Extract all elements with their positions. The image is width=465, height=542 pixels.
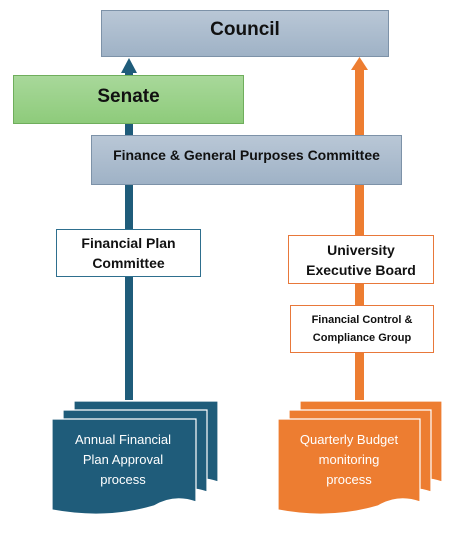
annual-process-document-stack [51, 400, 219, 515]
finance-general-purposes-committee-label: Finance & General Purposes Committee [113, 147, 380, 163]
annual-doc-front [51, 418, 197, 515]
orange-arrow-head [351, 57, 368, 70]
financial-plan-committee-label: Financial Plan Committee [81, 235, 176, 271]
council-box: Council [101, 10, 389, 57]
senate-label: Senate [97, 85, 160, 107]
financial-plan-committee-box: Financial Plan Committee [56, 229, 201, 277]
university-executive-board-label: University Executive Board [306, 241, 416, 278]
financial-control-compliance-group-label: Financial Control & Compliance Group [311, 314, 413, 344]
teal-arrow-head [121, 58, 137, 73]
financial-control-compliance-group-box: Financial Control & Compliance Group [290, 305, 434, 353]
senate-box: Senate [13, 75, 244, 124]
quarterly-process-document-stack [277, 400, 443, 515]
quarterly-doc-front [277, 418, 421, 515]
council-label: Council [210, 18, 280, 40]
university-executive-board-box: University Executive Board [288, 235, 434, 284]
finance-general-purposes-committee-box: Finance & General Purposes Committee [91, 135, 402, 185]
quarterly-process-label: Quarterly Budget monitoring process [299, 432, 399, 487]
annual-process-label: Annual Financial Plan Approval process [74, 432, 172, 487]
orange-arrow-shaft [355, 68, 364, 400]
